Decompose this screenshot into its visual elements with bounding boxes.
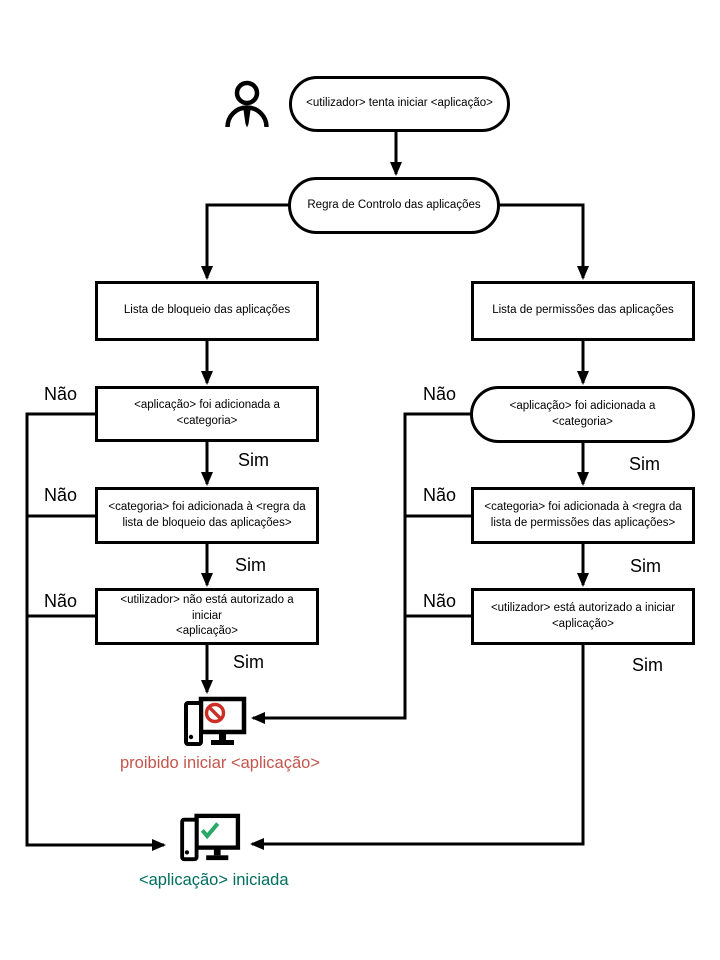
label-sim-left-1: Sim <box>238 450 269 470</box>
node-rule-label: Regra de Controlo das aplicações <box>307 198 481 211</box>
edge-rule-to-blocklist <box>201 203 289 280</box>
node-right-user-authorized: <utilizador> está autorizado a iniciar <… <box>471 588 695 645</box>
node-right-category-in-rule-text: <categoria> foi adicionada à <regra da l… <box>484 500 681 531</box>
user-icon <box>225 80 269 128</box>
node-start-label: <utilizador> tenta iniciar <aplicação> <box>306 97 493 110</box>
label-sim-right-1: Sim <box>629 454 660 474</box>
node-start: <utilizador> tenta iniciar <aplicação> <box>289 76 510 132</box>
edge-right-sim-3-to-started <box>250 645 585 850</box>
label-nao-left-3: Não <box>44 591 78 611</box>
started-outcome-text: <aplicação> iniciada <box>139 871 289 889</box>
label-nao-left-2: Não <box>44 485 78 505</box>
node-right-user-authorized-text: <utilizador> está autorizado a iniciar <… <box>491 601 675 632</box>
label-sim-left-2: Sim <box>235 555 266 575</box>
edge-rule-to-allowlist <box>499 203 589 280</box>
prohibition-icon <box>204 702 226 724</box>
edge-right-nao-to-blocked <box>251 412 471 724</box>
node-left-category-in-rule-line1: <categoria> foi adicionada à <regra da <box>108 500 306 513</box>
blocked-outcome-text: proibido iniciar <aplicação> <box>120 754 320 772</box>
computer-started-icon <box>180 813 241 862</box>
label-nao-left-1: Não <box>44 384 78 404</box>
node-left-category-in-rule-line2: lista de bloqueio das aplicações> <box>122 516 292 529</box>
node-left-user-not-authorized-line2: <aplicação> <box>175 625 239 638</box>
node-right-category-in-rule-line2: lista de permissões das aplicações> <box>490 516 676 529</box>
node-right-app-in-category: <aplicação> foi adicionada a <categoria> <box>470 386 695 443</box>
node-allowlist: Lista de permissões das aplicações <box>471 281 695 341</box>
node-allowlist-label: Lista de permissões das aplicações <box>492 304 674 317</box>
node-right-category-in-rule: <categoria> foi adicionada à <regra da l… <box>471 487 695 544</box>
node-left-category-in-rule-text: <categoria> foi adicionada à <regra da l… <box>108 500 305 531</box>
node-right-app-in-category-label: <aplicação> foi adicionada a <categoria> <box>509 399 656 428</box>
node-blocklist: Lista de bloqueio das aplicações <box>95 281 319 341</box>
label-sim-left-3: Sim <box>233 652 264 672</box>
node-right-category-in-rule-line1: <categoria> foi adicionada à <regra da <box>484 500 682 513</box>
node-left-category-in-rule: <categoria> foi adicionada à <regra da l… <box>95 487 319 544</box>
label-nao-right-1: Não <box>423 384 457 404</box>
label-nao-right-2: Não <box>423 485 457 505</box>
node-rule: Regra de Controlo das aplicações <box>288 177 500 234</box>
node-left-user-not-authorized-line1: <utilizador> não está autorizado a inici… <box>120 594 294 622</box>
node-left-user-not-authorized-text: <utilizador> não está autorizado a inici… <box>106 593 308 640</box>
node-blocklist-label: Lista de bloqueio das aplicações <box>123 304 291 317</box>
check-icon <box>200 822 220 840</box>
label-sim-right-3: Sim <box>632 655 663 675</box>
node-left-user-not-authorized: <utilizador> não está autorizado a inici… <box>95 588 319 645</box>
label-nao-right-3: Não <box>423 591 457 611</box>
node-right-user-authorized-line1: <utilizador> está autorizado a iniciar <box>490 601 676 614</box>
node-left-app-in-category: <aplicação> foi adicionada a <categoria> <box>95 386 319 442</box>
computer-blocked-icon <box>184 696 247 746</box>
edge-left-nao-to-started <box>25 412 166 851</box>
node-right-user-authorized-line2: <aplicação> <box>551 617 614 630</box>
label-sim-right-2: Sim <box>630 556 661 576</box>
node-left-app-in-category-label: <aplicação> foi adicionada a <categoria> <box>134 399 280 427</box>
